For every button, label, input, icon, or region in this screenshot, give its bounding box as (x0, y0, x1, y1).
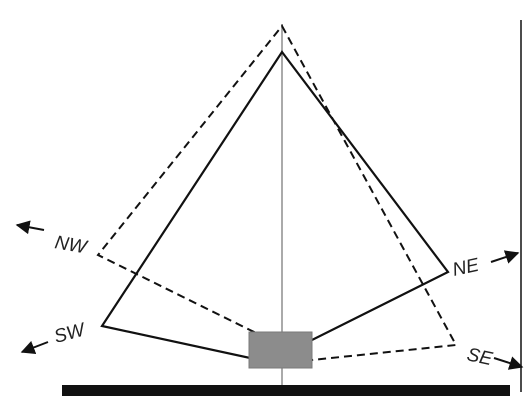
nw-arrow (15, 220, 45, 235)
sw-arrow (20, 340, 49, 355)
label-se: SE (465, 344, 494, 370)
dashed-antenna-outline (96, 24, 458, 362)
label-sw: SW (52, 319, 89, 348)
label-ne: NE (451, 255, 482, 281)
ne-arrow (490, 250, 520, 264)
base-box (248, 331, 313, 369)
solid-antenna-outline (100, 50, 450, 360)
label-nw: NW (53, 232, 90, 259)
ground-bar (62, 385, 510, 396)
se-arrow (493, 356, 524, 370)
